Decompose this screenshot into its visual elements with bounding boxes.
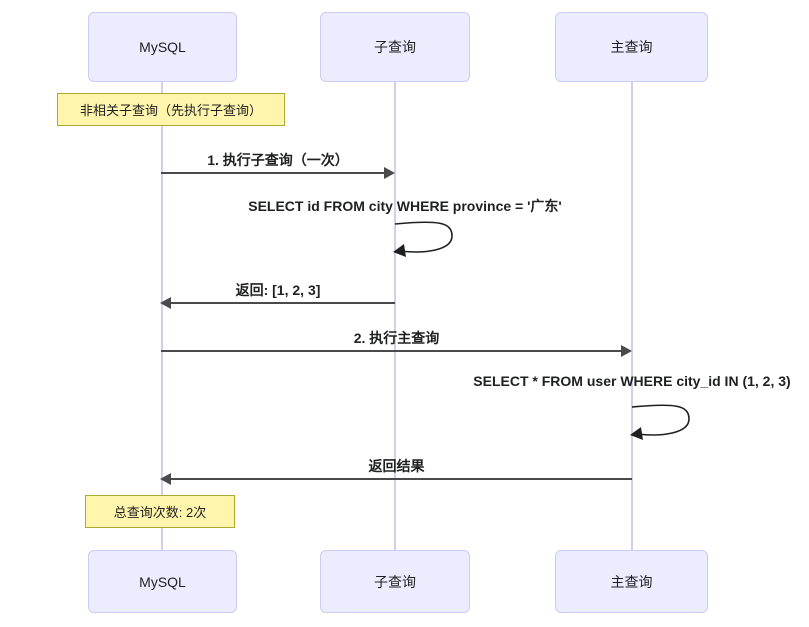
self-message-label-1: SELECT id FROM city WHERE province = '广东… bbox=[248, 198, 562, 214]
lifeline-mainquery bbox=[631, 82, 633, 552]
self-loop-arrow-subquery bbox=[393, 221, 453, 257]
participant-label-mainquery-bottom: 主查询 bbox=[610, 573, 653, 590]
participant-label-subquery-top: 子查询 bbox=[374, 39, 416, 55]
participant-box-subquery-bottom[interactable]: 子查询 bbox=[320, 550, 470, 613]
participant-label-mysql-top: MySQL bbox=[139, 39, 186, 55]
participant-label-mainquery-top: 主查询 bbox=[610, 39, 653, 55]
note-label-top: 非相关子查询（先执行子查询） bbox=[79, 103, 262, 118]
message-label-2: 返回: [1, 2, 3] bbox=[235, 282, 321, 298]
message-line-3 bbox=[161, 350, 623, 352]
lifeline-mysql bbox=[161, 82, 163, 552]
participant-label-mysql-bottom: MySQL bbox=[139, 573, 186, 590]
participant-box-mainquery-top[interactable]: 主查询 bbox=[555, 12, 708, 82]
message-arrowhead-4 bbox=[160, 473, 171, 485]
note-box-top: 非相关子查询（先执行子查询） bbox=[57, 93, 285, 126]
message-arrowhead-3 bbox=[621, 345, 632, 357]
message-arrowhead-2 bbox=[160, 297, 171, 309]
participant-box-mainquery-bottom[interactable]: 主查询 bbox=[555, 550, 708, 613]
self-loop-arrow-mainquery bbox=[630, 404, 690, 440]
participant-box-subquery-top[interactable]: 子查询 bbox=[320, 12, 470, 82]
participant-label-subquery-bottom: 子查询 bbox=[374, 573, 416, 590]
participant-box-mysql-bottom[interactable]: MySQL bbox=[88, 550, 237, 613]
message-line-1 bbox=[161, 172, 387, 174]
participant-box-mysql-top[interactable]: MySQL bbox=[88, 12, 237, 82]
message-line-4 bbox=[170, 478, 632, 480]
message-label-4: 返回结果 bbox=[368, 458, 425, 474]
lifeline-subquery bbox=[394, 82, 396, 552]
message-label-1: 1. 执行子查询（一次） bbox=[207, 152, 349, 168]
note-box-bottom: 总查询次数: 2次 bbox=[85, 495, 235, 528]
message-arrowhead-1 bbox=[384, 167, 395, 179]
self-message-label-2: SELECT * FROM user WHERE city_id IN (1, … bbox=[473, 373, 791, 389]
message-label-3: 2. 执行主查询 bbox=[353, 330, 440, 346]
note-label-bottom: 总查询次数: 2次 bbox=[113, 505, 207, 520]
message-line-2 bbox=[170, 302, 395, 304]
